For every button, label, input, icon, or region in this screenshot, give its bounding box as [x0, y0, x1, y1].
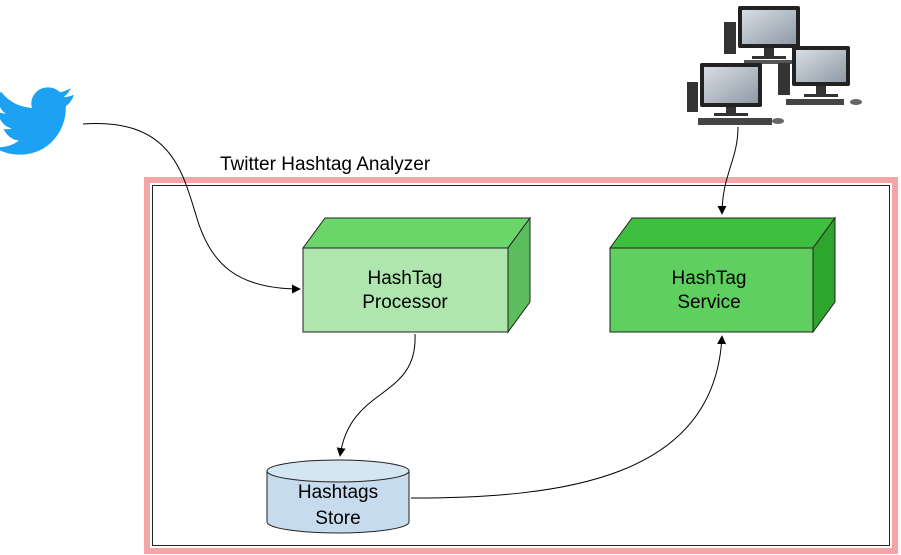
twitter-bird-icon [0, 87, 74, 155]
desktop-computers-icon [687, 6, 862, 125]
processor-box: HashTag Processor [302, 216, 531, 334]
edge-twitter-to-processor [82, 123, 301, 294]
service-label-line1: HashTag [672, 268, 747, 289]
container-title: Twitter Hashtag Analyzer [220, 154, 431, 175]
edge-processor-to-store [336, 333, 416, 457]
service-label-line2: Service [677, 292, 740, 313]
edge-clients-to-service [717, 126, 739, 215]
store-label-line1: Hashtags [298, 482, 378, 503]
processor-label-line2: Processor [362, 292, 448, 313]
store-label-line2: Store [315, 508, 360, 529]
processor-label-line1: HashTag [368, 268, 443, 289]
hashtags-store-cylinder: Hashtags Store [266, 459, 410, 534]
edge-store-to-service [410, 335, 727, 499]
service-box: HashTag Service [609, 216, 836, 334]
